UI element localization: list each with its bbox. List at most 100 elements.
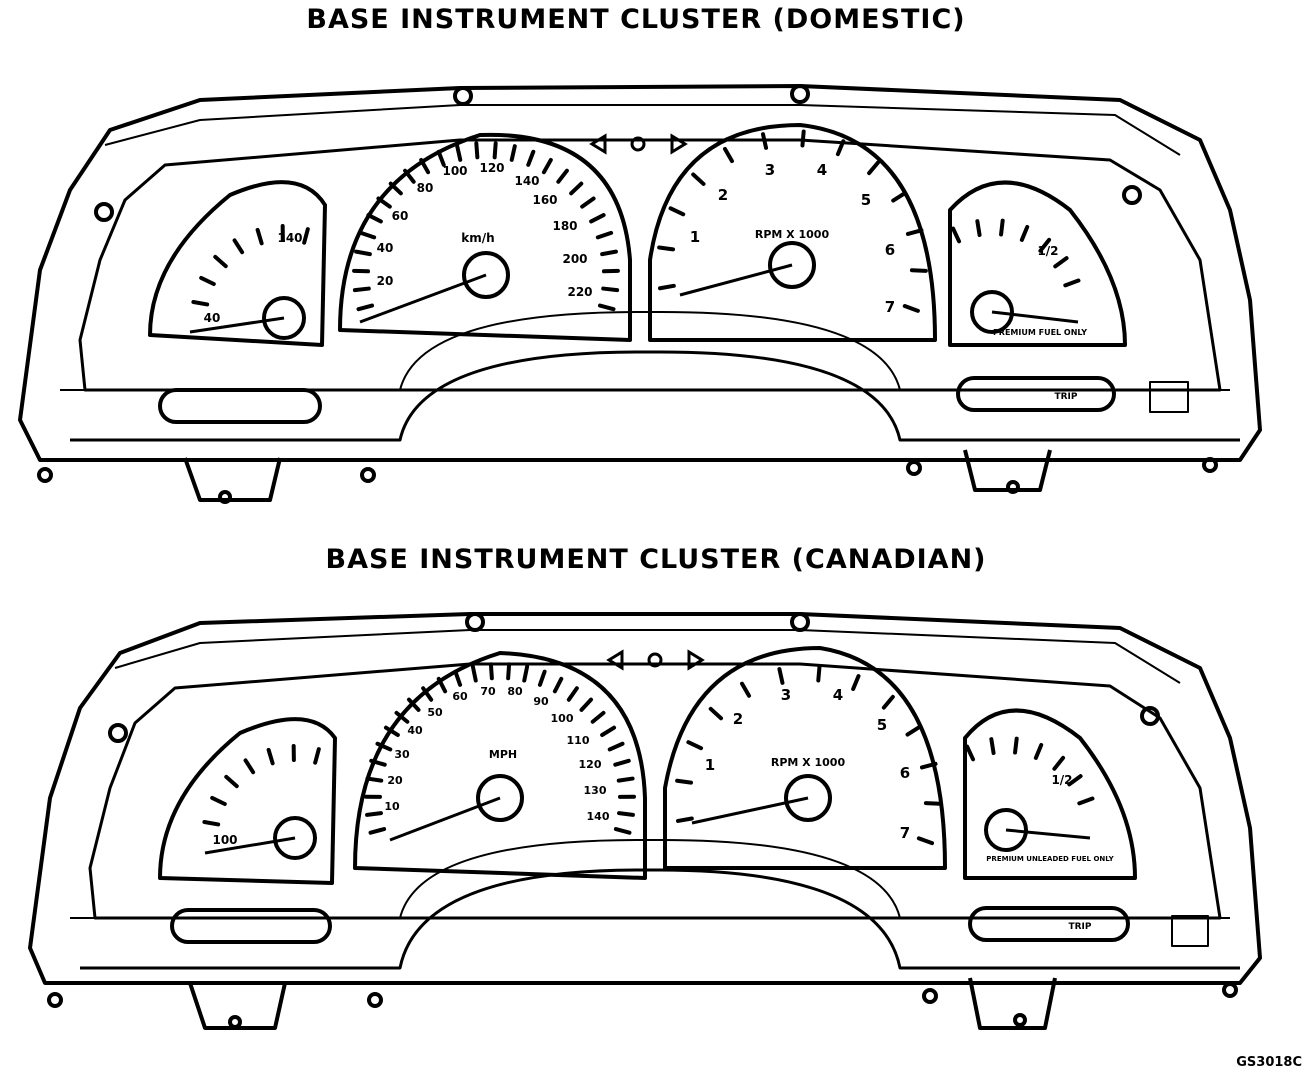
- dial-tick: [406, 697, 421, 712]
- dial-tick: [436, 149, 446, 167]
- dial-tick: [394, 710, 410, 724]
- dial-tick: [676, 816, 694, 823]
- dial-tick: [881, 694, 895, 710]
- fuel-note: PREMIUM UNLEADED FUEL ONLY: [986, 855, 1114, 863]
- dial-tick: [566, 686, 579, 702]
- dial-tick: [616, 776, 635, 783]
- dial-tick: [509, 144, 517, 162]
- dial-tick: [816, 664, 822, 683]
- dial-tick: [691, 172, 706, 186]
- dial-tick: [191, 300, 210, 307]
- dial-tick: [999, 218, 1005, 237]
- tach-label: 6: [885, 241, 895, 259]
- dial-tick: [597, 303, 616, 312]
- speedo-label: 130: [584, 784, 607, 797]
- canadian-cluster-illustration: 10 20 30 40 50 60 70 80 90 100 110 120 1…: [28, 612, 1262, 1030]
- trip-label: TRIP: [1054, 392, 1077, 402]
- dial-tick: [419, 157, 431, 175]
- dial-tick: [474, 141, 480, 160]
- dial-tick: [356, 303, 375, 312]
- tachometer-pod: [648, 123, 937, 342]
- speedo-label: 80: [417, 181, 434, 195]
- speedo-label: 40: [377, 241, 394, 255]
- speedo-label: 80: [507, 685, 523, 698]
- dial-tick: [1033, 743, 1044, 760]
- dial-tick: [224, 774, 239, 789]
- tachometer-pod: [663, 646, 947, 870]
- dial-tick: [1053, 256, 1069, 269]
- speedo-label: 120: [479, 161, 504, 175]
- tach-label: 4: [817, 161, 827, 179]
- dial-tick: [668, 206, 686, 217]
- dial-tick: [421, 686, 434, 702]
- tach-label: 5: [877, 716, 887, 734]
- trip-label: TRIP: [1068, 922, 1091, 932]
- tach-unit: RPM X 1000: [755, 228, 830, 241]
- dial-tick: [368, 827, 387, 835]
- speedo-label: 120: [579, 758, 602, 771]
- dial-tick: [613, 827, 632, 835]
- dial-tick: [905, 228, 924, 236]
- dial-tick: [777, 667, 785, 685]
- dial-tick: [740, 681, 751, 698]
- dial-tick: [905, 725, 922, 737]
- dial-tick: [470, 664, 478, 683]
- speedo-label: 20: [387, 774, 403, 787]
- speedometer-pod: [338, 132, 632, 342]
- title-domestic: BASE INSTRUMENT CLUSTER (DOMESTIC): [306, 4, 966, 35]
- dial-tick: [1067, 774, 1083, 787]
- dial-tick: [302, 227, 310, 245]
- dial-tick: [867, 160, 881, 176]
- temp-label: 40: [204, 311, 221, 325]
- dial-tick: [600, 725, 617, 738]
- dial-tick: [436, 676, 448, 694]
- speedo-label: 50: [427, 706, 443, 719]
- dial-tick: [388, 181, 403, 196]
- dial-tick: [965, 744, 976, 762]
- dial-tick: [455, 144, 463, 162]
- dial-tick: [255, 227, 264, 246]
- tach-label: 2: [733, 710, 743, 728]
- dial-tick: [800, 129, 806, 148]
- fuel-note: PREMIUM FUEL ONLY: [993, 328, 1087, 337]
- dial-tick: [352, 286, 371, 293]
- dial-tick: [975, 219, 982, 237]
- tach-unit: RPM X 1000: [771, 756, 846, 769]
- dial-tick: [1063, 278, 1081, 288]
- dial-tick: [365, 811, 383, 817]
- dial-tick: [552, 676, 564, 694]
- speedo-label: 60: [392, 209, 409, 223]
- tach-label: 5: [861, 191, 871, 209]
- dial-tick: [1077, 796, 1095, 806]
- dial-tick: [760, 132, 769, 150]
- dial-tick: [202, 820, 221, 827]
- dial-tick: [916, 836, 935, 846]
- dial-tick: [569, 181, 584, 196]
- dial-tick: [488, 662, 494, 681]
- dial-tick: [601, 286, 620, 293]
- speedo-label: 90: [533, 695, 549, 708]
- dial-tick: [199, 275, 216, 287]
- dial-tick: [453, 669, 463, 687]
- speedo-label: 140: [514, 174, 539, 188]
- dial-tick: [891, 191, 908, 203]
- speedometer-pod: [353, 651, 647, 880]
- speedo-unit: km/h: [461, 231, 494, 245]
- dial-tick: [579, 697, 594, 712]
- dial-tick: [1038, 237, 1052, 253]
- dial-tick: [613, 758, 631, 767]
- dial-tick: [366, 213, 383, 224]
- speedo-label: 100: [442, 164, 467, 178]
- dial-tick: [266, 747, 275, 766]
- tach-label: 3: [765, 161, 775, 179]
- dial-tick: [403, 168, 416, 184]
- speedo-label: 100: [551, 712, 574, 725]
- speedo-unit: MPH: [489, 748, 517, 761]
- dial-tick: [595, 230, 614, 240]
- speedo-label: 10: [384, 800, 400, 813]
- dial-tick: [375, 741, 393, 752]
- dial-tick: [506, 662, 512, 681]
- tach-label: 7: [885, 298, 895, 316]
- dial-tick: [675, 778, 694, 785]
- dial-tick: [232, 238, 245, 255]
